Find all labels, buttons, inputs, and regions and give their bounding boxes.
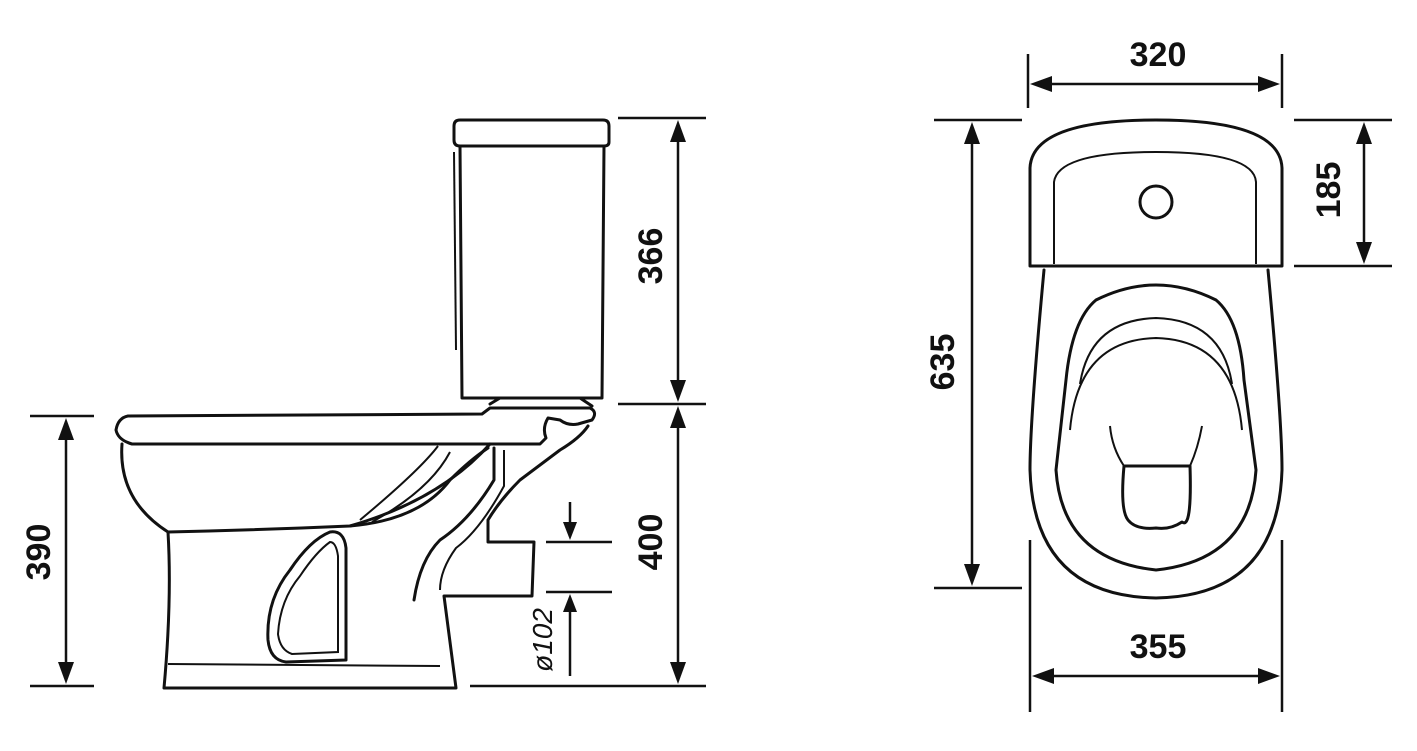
label-tank-depth: 185	[1310, 162, 1348, 219]
side-opening	[266, 530, 348, 664]
bowl-top-inner	[1054, 283, 1258, 572]
side-opening-inner	[276, 540, 339, 656]
trap-opening	[1121, 464, 1192, 530]
pedestal	[162, 424, 590, 690]
tank-body	[458, 144, 606, 400]
bowl-top-ledge-2	[1069, 336, 1243, 431]
side-dimensions: 366 400 390 ø102	[20, 116, 706, 688]
trap-left-line	[1109, 425, 1125, 467]
side-view	[114, 118, 611, 690]
tank-base	[488, 396, 594, 408]
label-bowl-height: 400	[632, 514, 670, 571]
label-top-width: 320	[1130, 36, 1187, 74]
label-overall-length: 635	[924, 334, 962, 391]
tank-top	[1028, 118, 1284, 268]
trapway-outer	[348, 446, 490, 528]
tank-lid	[452, 118, 611, 148]
top-view	[1028, 118, 1284, 600]
bowl-top-ledge	[1079, 316, 1233, 385]
trapway-inner-1	[359, 445, 439, 521]
trap-right-line	[1189, 425, 1203, 467]
label-seat-height: 390	[20, 524, 58, 581]
tank-side-line	[453, 151, 457, 351]
top-dimensions: 320 185 635 355	[924, 36, 1392, 712]
seat-rim	[114, 406, 597, 446]
label-tank-height: 366	[632, 228, 670, 285]
flush-button	[1138, 184, 1174, 220]
tank-top-inner	[1053, 150, 1257, 264]
trapway-inner-2	[371, 451, 451, 523]
label-outlet-diameter: ø102	[527, 608, 558, 672]
trapway-rear-inner	[439, 450, 505, 591]
bowl	[120, 442, 492, 534]
base-inner-line	[167, 663, 441, 667]
bowl-top-outer	[1028, 268, 1284, 600]
trapway-rear	[412, 446, 496, 602]
label-bowl-width: 355	[1130, 628, 1187, 666]
